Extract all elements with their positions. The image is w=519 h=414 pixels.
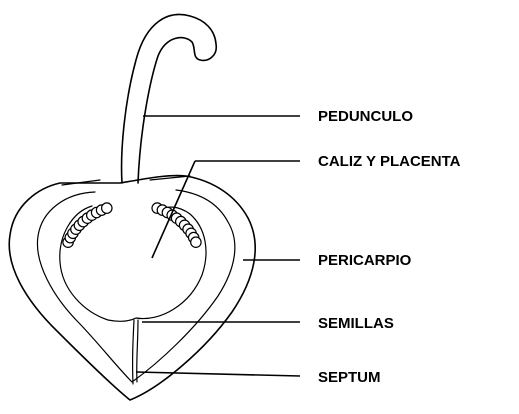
label-pericarpio: PERICARPIO <box>318 252 412 269</box>
seed <box>102 203 112 213</box>
label-septum: SEPTUM <box>318 369 381 386</box>
label-semillas: SEMILLAS <box>318 315 394 332</box>
peduncle-stem <box>122 15 217 183</box>
septum-line <box>133 320 134 384</box>
label-caliz-placenta: CALIZ Y PLACENTA <box>318 153 461 170</box>
seed <box>191 237 201 247</box>
label-pedunculo: PEDUNCULO <box>318 108 413 125</box>
leader-septum <box>136 372 300 376</box>
